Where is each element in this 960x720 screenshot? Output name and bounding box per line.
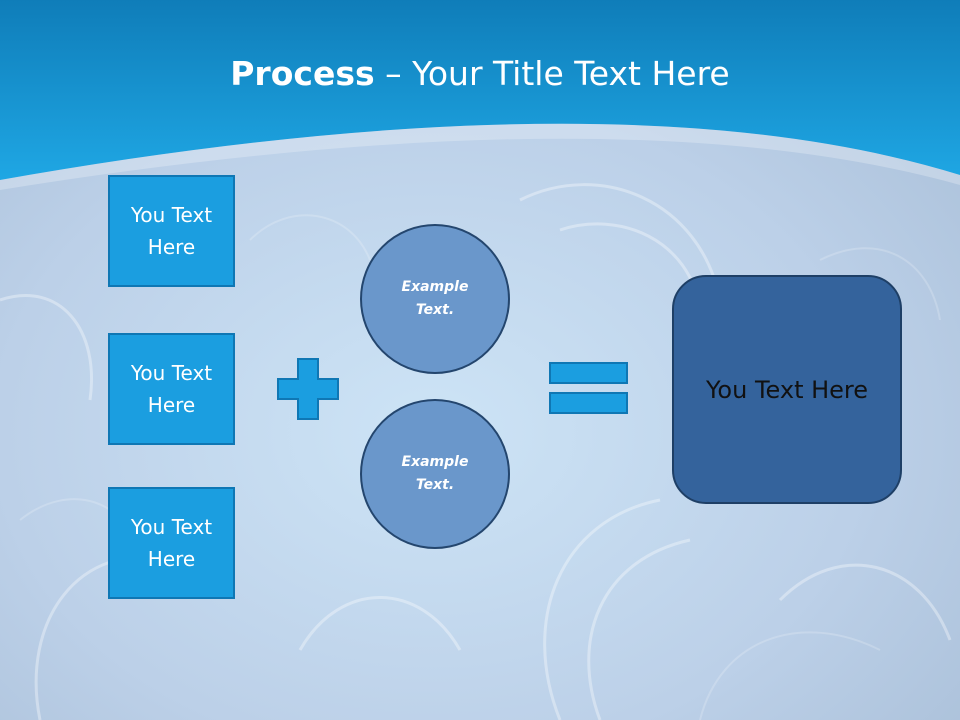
input-box-label: You Text Here xyxy=(130,203,213,259)
input-box-2: You Text Here xyxy=(108,333,235,445)
input-box-label: You Text Here xyxy=(130,361,213,417)
title-bold-text: Process xyxy=(230,54,375,93)
input-box-3: You Text Here xyxy=(108,487,235,599)
circle-label: Example Text. xyxy=(401,454,469,493)
slide-title: Process – Your Title Text Here xyxy=(0,52,960,96)
input-box-label: You Text Here xyxy=(130,515,213,571)
plus-icon xyxy=(277,358,339,420)
title-rest-text: – Your Title Text Here xyxy=(374,54,730,93)
equals-icon xyxy=(549,362,628,414)
example-circle-1: Example Text. xyxy=(360,224,510,374)
input-box-1: You Text Here xyxy=(108,175,235,287)
circle-label: Example Text. xyxy=(401,279,469,318)
example-circle-2: Example Text. xyxy=(360,399,510,549)
result-label: You Text Here xyxy=(705,375,869,404)
result-box: You Text Here xyxy=(672,275,902,504)
